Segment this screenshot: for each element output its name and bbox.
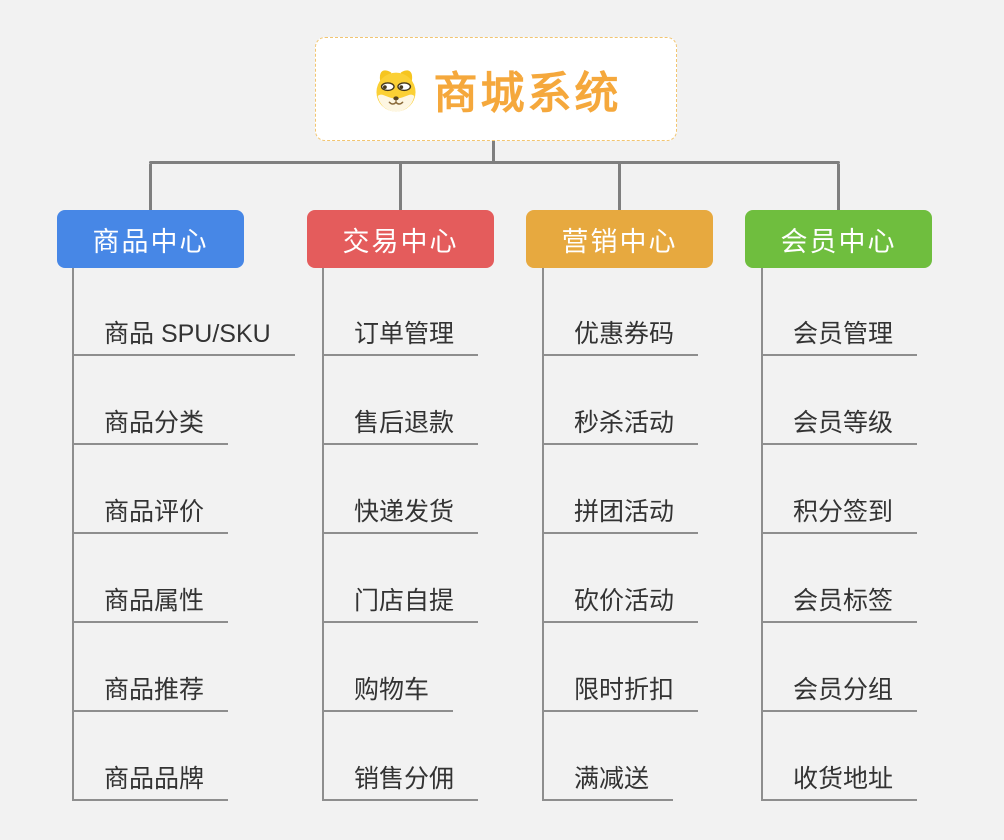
branch-label: 交易中心 [342,226,459,257]
leaf-label: 积分签到 [793,498,894,526]
leaf-node[interactable]: 订单管理 [322,316,479,356]
dog-face-icon [375,70,416,112]
leaf-label: 拼团活动 [574,498,675,526]
leaf-label: 商品 SPU/SKU [104,320,271,348]
branch-spine-trade [322,268,324,801]
leaf-label: 售后退款 [354,409,455,437]
leaf-node[interactable]: 限时折扣 [542,672,699,712]
leaf-label: 门店自提 [354,587,455,615]
branch-spine-members [761,268,763,801]
branch-node-members[interactable]: 会员中心 [745,210,932,268]
connector-drop-members [837,164,840,210]
leaf-label: 收货地址 [793,765,894,793]
leaf-node[interactable]: 购物车 [322,672,454,712]
leaf-label: 限时折扣 [574,676,675,704]
leaf-node[interactable]: 砍价活动 [542,583,699,623]
leaf-node[interactable]: 会员管理 [761,316,918,356]
root-connector-stub [492,139,495,164]
connector-drop-marketing [618,164,621,210]
connector-drop-trade [399,164,402,210]
leaf-node[interactable]: 优惠券码 [542,316,699,356]
leaf-node[interactable]: 商品 SPU/SKU [72,316,295,356]
leaf-node[interactable]: 售后退款 [322,405,479,445]
leaf-label: 商品分类 [104,409,205,437]
branch-node-products[interactable]: 商品中心 [57,210,244,268]
leaf-label: 秒杀活动 [574,409,675,437]
branch-node-marketing[interactable]: 营销中心 [526,210,713,268]
leaf-label: 销售分佣 [354,765,455,793]
leaf-label: 商品推荐 [104,676,205,704]
leaf-node[interactable]: 拼团活动 [542,494,699,534]
leaf-node[interactable]: 收货地址 [761,761,918,801]
leaf-node[interactable]: 满减送 [542,761,674,801]
root-label: 商城系统 [433,69,622,118]
leaf-node[interactable]: 商品分类 [72,405,229,445]
leaf-node[interactable]: 商品属性 [72,583,229,623]
leaf-label: 优惠券码 [574,320,675,348]
leaf-node[interactable]: 门店自提 [322,583,479,623]
leaf-label: 会员等级 [793,409,894,437]
leaf-label: 砍价活动 [574,587,675,615]
root-node[interactable]: 商城系统 [315,37,677,141]
leaf-node[interactable]: 会员分组 [761,672,918,712]
leaf-label: 购物车 [354,676,430,704]
branch-label: 营销中心 [561,226,678,257]
leaf-label: 满减送 [574,765,650,793]
leaf-label: 订单管理 [354,320,455,348]
leaf-node[interactable]: 会员等级 [761,405,918,445]
leaf-label: 商品评价 [104,498,205,526]
leaf-node[interactable]: 商品评价 [72,494,229,534]
leaf-node[interactable]: 会员标签 [761,583,918,623]
leaf-node[interactable]: 积分签到 [761,494,918,534]
leaf-node[interactable]: 商品品牌 [72,761,229,801]
branch-spine-marketing [542,268,544,801]
leaf-node[interactable]: 快递发货 [322,494,479,534]
branch-spine-products [72,268,74,801]
leaf-node[interactable]: 秒杀活动 [542,405,699,445]
branch-node-trade[interactable]: 交易中心 [307,210,494,268]
leaf-label: 快递发货 [354,498,455,526]
connector-horizontal-bar [149,161,840,164]
leaf-node[interactable]: 商品推荐 [72,672,229,712]
connector-drop-products [149,164,152,210]
leaf-label: 商品品牌 [104,765,205,793]
leaf-label: 会员管理 [793,320,894,348]
leaf-label: 商品属性 [104,587,205,615]
leaf-label: 会员标签 [793,587,894,615]
leaf-label: 会员分组 [793,676,894,704]
branch-label: 商品中心 [92,226,209,257]
leaf-node[interactable]: 销售分佣 [322,761,479,801]
branch-label: 会员中心 [780,226,897,257]
